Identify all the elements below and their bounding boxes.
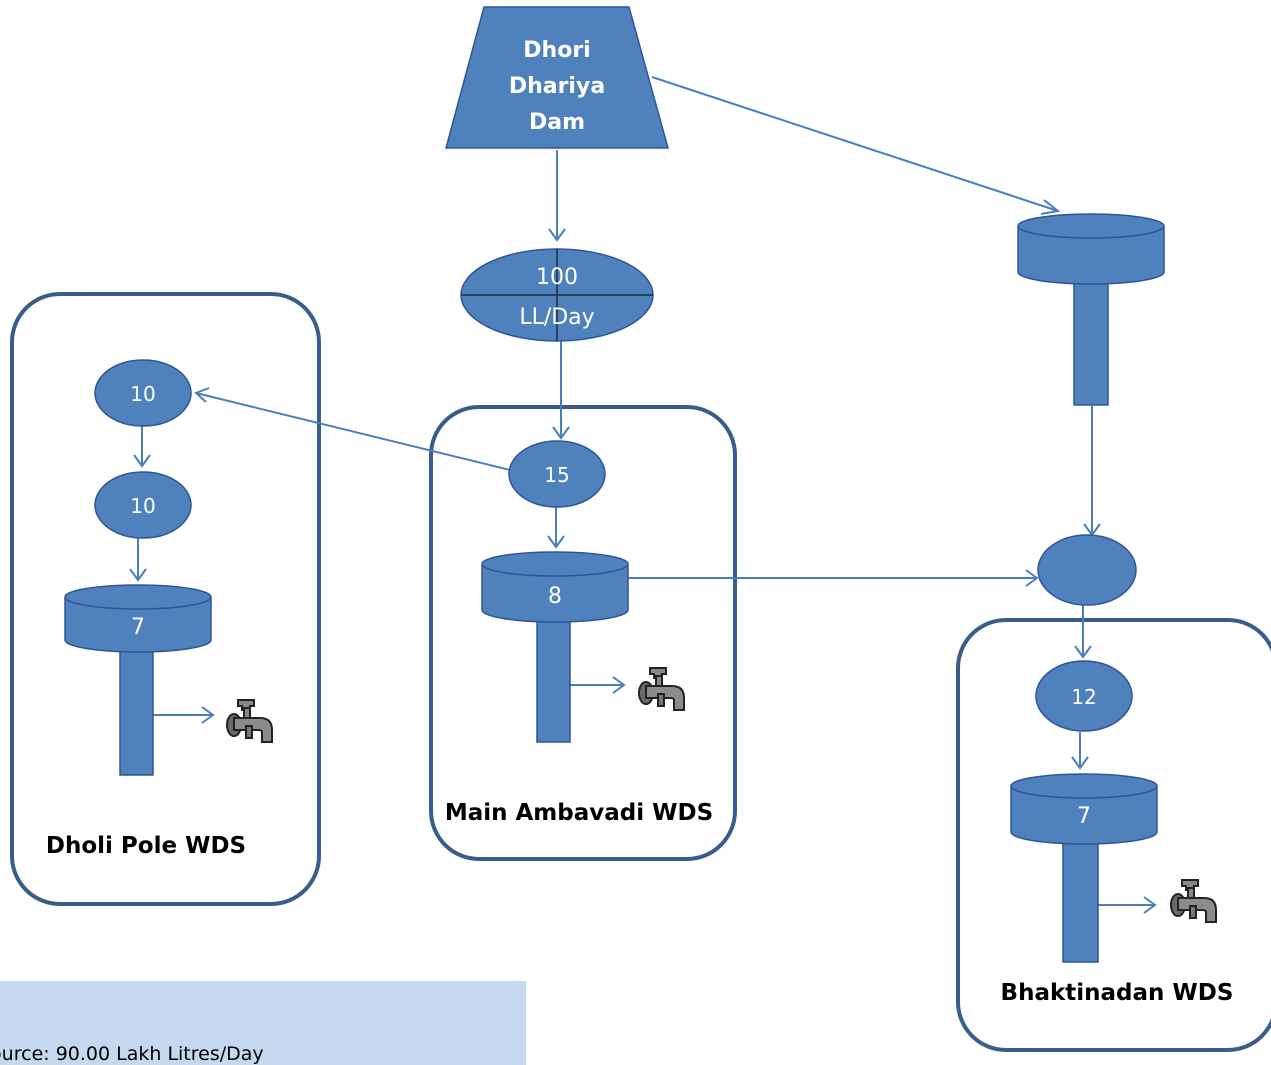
dholi-node-b-label: 10 bbox=[130, 494, 155, 518]
dholi-tap-icon bbox=[226, 699, 273, 743]
dholi-tank-column bbox=[119, 649, 154, 776]
bhaktinadan-frame bbox=[956, 618, 1271, 1052]
dam-label-line1: Dhori bbox=[523, 38, 590, 63]
source-note-box: Source: 90.00 Lakh Litres/Day bbox=[0, 981, 526, 1065]
main-node-unit: LL/Day bbox=[519, 305, 594, 330]
bhakti-overhead-tower bbox=[1017, 213, 1165, 406]
dholi-pole-system: 10 10 7 Dholi Pole WDS bbox=[46, 359, 273, 859]
main-supply-node: 100 LL/Day bbox=[460, 248, 654, 342]
bhakti-junction-node bbox=[1037, 534, 1137, 606]
ambavadi-tank-label: 8 bbox=[548, 584, 562, 609]
dam-label-line3: Dam bbox=[529, 110, 585, 135]
dam-shape: Dhori Dhariya Dam bbox=[445, 6, 669, 149]
bhakti-tank-column bbox=[1062, 839, 1099, 963]
ambavadi-tank-column bbox=[536, 619, 571, 743]
ambavadi-node bbox=[508, 440, 606, 508]
dholi-tank-label: 7 bbox=[131, 615, 145, 640]
dholi-node-b bbox=[94, 471, 192, 539]
dholi-node-a bbox=[94, 359, 192, 427]
ambavadi-title: Main Ambavadi WDS bbox=[445, 800, 713, 826]
bhaktinadan-system: 12 7 Bhaktinadan WDS bbox=[1001, 660, 1234, 1006]
dholi-title: Dholi Pole WDS bbox=[46, 833, 246, 859]
connectors bbox=[129, 76, 1157, 914]
bhakti-title: Bhaktinadan WDS bbox=[1001, 980, 1234, 1006]
main-node-value: 100 bbox=[536, 265, 578, 290]
dholi-pole-frame bbox=[10, 292, 321, 906]
dam-label-line2: Dhariya bbox=[509, 74, 605, 99]
bhakti-node bbox=[1035, 660, 1133, 732]
source-note-text: Source: 90.00 Lakh Litres/Day bbox=[0, 1043, 264, 1065]
bhakti-tank-label: 7 bbox=[1077, 804, 1091, 829]
dholi-node-a-label: 10 bbox=[130, 382, 155, 406]
bhakti-node-label: 12 bbox=[1071, 685, 1096, 709]
ambavadi-node-label: 15 bbox=[544, 463, 569, 487]
ambavadi-tap-icon bbox=[638, 667, 685, 711]
arrow-ambavadi-to-dholi bbox=[195, 392, 511, 471]
arrow-dam-to-bhakti-tank bbox=[651, 76, 1059, 212]
bhakti-tap-icon bbox=[1170, 879, 1217, 923]
main-ambavadi-system: 15 8 Main Ambavadi WDS bbox=[445, 440, 713, 826]
main-ambavadi-frame bbox=[429, 405, 737, 861]
